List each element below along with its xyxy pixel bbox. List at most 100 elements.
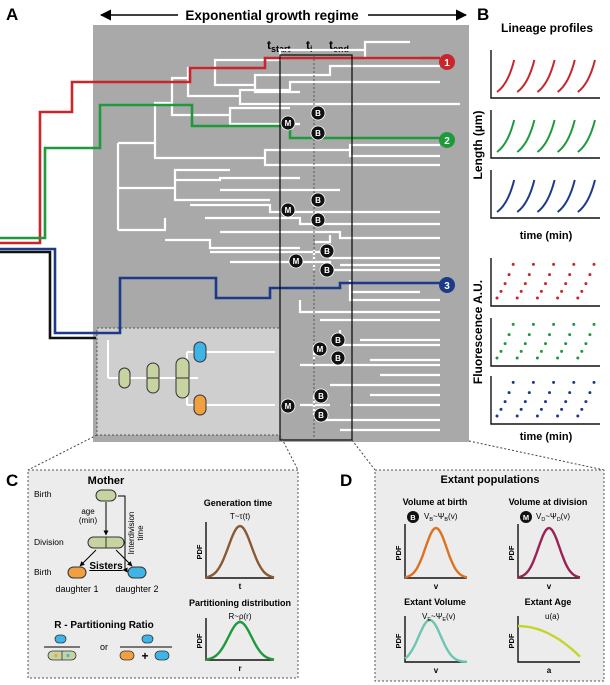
pdf-axes [404, 524, 467, 579]
birth-label-2: Birth [34, 567, 52, 577]
tree-branch [348, 150, 440, 158]
fluorescence-point [552, 262, 556, 266]
fluorescence-point [568, 273, 572, 277]
tree-branch [118, 218, 167, 232]
fluorescence-point [560, 289, 564, 293]
pdf-xlabel: v [547, 582, 552, 591]
length-trace [556, 179, 576, 213]
pdf-curve [404, 526, 468, 579]
div-formula: VD~ΨD(v) [536, 512, 570, 523]
fluorescence-point [539, 289, 543, 293]
mother-label: Mother [88, 475, 125, 487]
fluorescence-point [592, 262, 596, 266]
tree-branch [253, 85, 300, 94]
lineage-3-path [0, 247, 440, 335]
pdf-ylabel: PDF [195, 544, 204, 559]
fluorescence-point [495, 296, 499, 300]
fluorescence-point [572, 380, 576, 384]
fluorescence-point [580, 289, 584, 293]
birth-marker-icon: B [319, 243, 335, 259]
age-label: age [81, 507, 95, 516]
pdf-curve [404, 618, 468, 663]
fluorescence-point [511, 262, 515, 266]
fluorescence-point [564, 282, 568, 286]
length-trace [516, 59, 536, 93]
extant-age-title: Extant Age [525, 597, 572, 607]
pdf-curve [205, 620, 275, 661]
fluorescence-point [576, 414, 580, 418]
fluorescence-point [584, 342, 588, 346]
connector-line [351, 439, 376, 471]
split-arrow-right [115, 549, 133, 567]
svg-text:M: M [285, 119, 292, 128]
fluorescence-point [576, 296, 580, 300]
fluorescence-point [535, 296, 539, 300]
fluorescence-point [564, 400, 568, 404]
birth-marker-icon: B [313, 407, 329, 423]
gen-time-title: Generation time [204, 498, 273, 508]
lineage-tag-3: 3 [439, 277, 455, 293]
daughter-2-label: daughter 2 [115, 584, 158, 594]
extant-title: Extant populations [441, 474, 540, 486]
gen-formula: T~τ(t) [230, 512, 251, 521]
fluorescence-point [552, 380, 556, 384]
lineage-tag-1: 1 [439, 54, 455, 70]
fluorescence-point [519, 349, 523, 353]
tree-branch [348, 280, 440, 302]
svg-text:B: B [324, 247, 330, 256]
fluorescence-point [568, 333, 572, 337]
highlighted-lineages [0, 56, 440, 340]
fluorescence-point [519, 407, 523, 411]
tree-branch [263, 158, 440, 167]
fluorescence-point [592, 380, 596, 384]
mother-marker-icon: M [280, 398, 296, 414]
birth-formula: VB~ΨB(v) [424, 512, 458, 523]
fluorescence-point [515, 296, 519, 300]
fluorescence-point [495, 414, 499, 418]
fluorescence-point [523, 400, 527, 404]
tree-branch [173, 188, 270, 202]
svg-text:M: M [293, 257, 300, 266]
length-ylabel: Length (µm) [471, 111, 485, 180]
svg-text:B: B [315, 216, 321, 225]
fluor-xlabel: time (min) [520, 431, 573, 443]
fluorescence-point [564, 342, 568, 346]
length-trace [496, 179, 516, 213]
svg-text:3: 3 [444, 281, 450, 292]
fluorescence-point [544, 342, 547, 346]
mother-marker-icon: M [280, 202, 296, 218]
fluorescence-point [515, 356, 519, 360]
pdf-curve [518, 624, 581, 658]
length-trace [536, 59, 556, 93]
pdf-ylabel: PDF [195, 633, 204, 648]
or-label: or [100, 642, 108, 652]
fluorescence-point [503, 282, 507, 286]
tree-branch [315, 235, 332, 244]
length-trace [516, 119, 536, 153]
fluorescence-point [511, 380, 515, 384]
part-title: Partitioning distribution [189, 598, 291, 608]
fluorescence-point [535, 356, 539, 360]
fluorescence-point [556, 414, 560, 418]
length-trace [556, 59, 576, 93]
fluor-ylabel: Fluorescence A.U. [471, 280, 485, 384]
length-trace [577, 179, 596, 213]
tree-branch [213, 40, 410, 68]
fluorescence-point [584, 282, 588, 286]
fluorescence-point [515, 414, 519, 418]
fluorescence-point [539, 407, 543, 411]
length-trace [496, 119, 516, 153]
mother-marker-icon: M [288, 253, 304, 269]
profile-axes [490, 258, 600, 307]
panel-label-a: A [6, 5, 18, 24]
svg-text:B: B [335, 336, 341, 345]
pdf-curve [517, 526, 581, 579]
pdf-xlabel: v [434, 666, 439, 675]
length-trace [556, 119, 576, 153]
pdf-axes [205, 522, 274, 579]
part-formula: R~ρ(r) [229, 612, 252, 621]
fluorescence-point [588, 391, 592, 395]
fluorescence-point [584, 400, 588, 404]
